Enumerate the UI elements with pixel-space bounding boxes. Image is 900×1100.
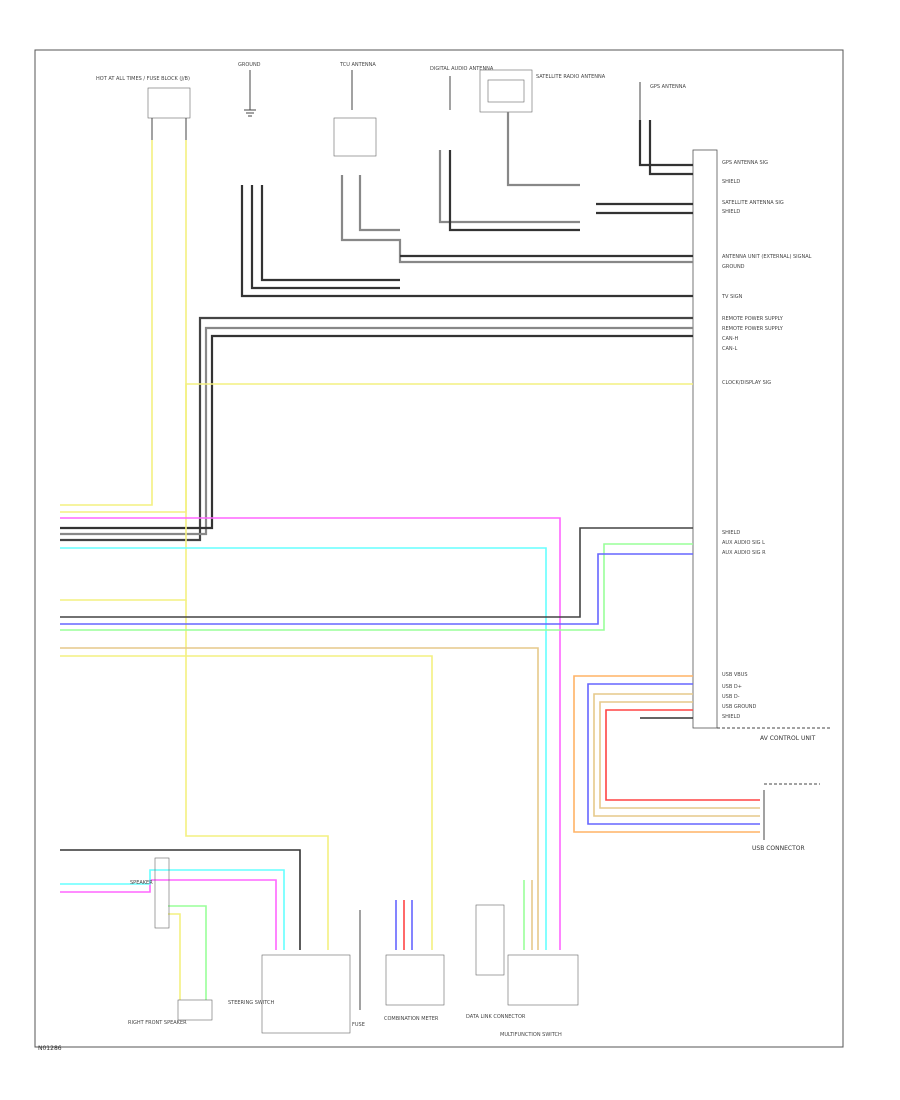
av-control-unit: AV CONTROL UNIT GPS ANTENNA SIG SHIELD S… — [692, 149, 830, 742]
gps-antenna: GPS ANTENNA — [639, 82, 687, 120]
fuse: FUSE — [352, 910, 365, 1028]
svg-text:HOT AT ALL TIMES / FUSE BLOCK: HOT AT ALL TIMES / FUSE BLOCK (J/B) — [96, 76, 190, 82]
svg-text:REMOTE POWER SUPPLY: REMOTE POWER SUPPLY — [722, 326, 784, 332]
svg-text:AV CONTROL UNIT: AV CONTROL UNIT — [760, 735, 816, 742]
ground-terminal: GROUND — [238, 62, 261, 117]
svg-text:RIGHT FRONT SPEAKER: RIGHT FRONT SPEAKER — [128, 1020, 187, 1026]
svg-text:CAN-H: CAN-H — [722, 336, 738, 342]
svg-text:GPS ANTENNA SIG: GPS ANTENNA SIG — [722, 160, 768, 166]
svg-text:AUX AUDIO SIG R: AUX AUDIO SIG R — [722, 550, 766, 556]
svg-text:MULTIFUNCTION SWITCH: MULTIFUNCTION SWITCH — [500, 1032, 562, 1038]
svg-text:DIGITAL AUDIO ANTENNA: DIGITAL AUDIO ANTENNA — [430, 66, 494, 72]
svg-text:CAN-L: CAN-L — [722, 346, 737, 352]
svg-text:GROUND: GROUND — [722, 264, 745, 270]
svg-text:SHIELD: SHIELD — [722, 209, 740, 215]
fuse-block: HOT AT ALL TIMES / FUSE BLOCK (J/B) — [96, 76, 191, 140]
svg-text:ANTENNA UNIT (EXTERNAL) SIGNAL: ANTENNA UNIT (EXTERNAL) SIGNAL — [722, 254, 812, 260]
steering-switch: STEERING SWITCH — [228, 954, 351, 1034]
digital-audio-antenna: DIGITAL AUDIO ANTENNA — [430, 66, 494, 110]
multifunction-switch: MULTIFUNCTION SWITCH — [500, 954, 579, 1038]
svg-text:GPS ANTENNA: GPS ANTENNA — [650, 84, 687, 90]
svg-text:USB VBUS: USB VBUS — [722, 672, 748, 678]
svg-text:SHIELD: SHIELD — [722, 179, 740, 185]
wires-gray-black — [60, 112, 693, 542]
data-link-connector: DATA LINK CONNECTOR — [466, 904, 526, 1020]
svg-text:TV SIGN: TV SIGN — [721, 294, 743, 300]
tcu-antenna: TCU ANTENNA — [333, 62, 376, 157]
svg-text:AUX AUDIO SIG L: AUX AUDIO SIG L — [722, 540, 765, 546]
speaker-block: SPEAKER — [130, 857, 170, 929]
svg-text:DATA LINK CONNECTOR: DATA LINK CONNECTOR — [466, 1014, 526, 1020]
svg-text:GROUND: GROUND — [238, 62, 261, 68]
svg-text:SHIELD: SHIELD — [722, 530, 740, 536]
combination-meter: COMBINATION METER — [384, 954, 445, 1022]
satellite-radio-antenna: SATELLITE RADIO ANTENNA — [479, 69, 606, 113]
svg-text:SPEAKER: SPEAKER — [130, 880, 153, 886]
usb-connector: USB CONNECTOR — [752, 783, 820, 852]
wires-colored — [60, 140, 760, 1000]
svg-text:CLOCK/DISPLAY SIG: CLOCK/DISPLAY SIG — [722, 380, 771, 386]
svg-text:USB D+: USB D+ — [722, 684, 742, 690]
svg-text:USB GROUND: USB GROUND — [722, 704, 757, 710]
svg-text:TCU ANTENNA: TCU ANTENNA — [339, 62, 376, 68]
diagram-code: N01286 — [38, 1045, 62, 1052]
svg-text:COMBINATION METER: COMBINATION METER — [384, 1016, 439, 1022]
right-front-speaker: RIGHT FRONT SPEAKER — [128, 999, 213, 1026]
svg-text:SATELLITE RADIO ANTENNA: SATELLITE RADIO ANTENNA — [536, 74, 606, 80]
svg-text:FUSE: FUSE — [352, 1022, 365, 1028]
svg-text:SATELLITE ANTENNA SIG: SATELLITE ANTENNA SIG — [722, 200, 784, 206]
svg-text:STEERING SWITCH: STEERING SWITCH — [228, 1000, 275, 1006]
svg-text:USB D-: USB D- — [722, 694, 740, 700]
svg-text:USB CONNECTOR: USB CONNECTOR — [752, 845, 805, 852]
svg-text:REMOTE POWER SUPPLY: REMOTE POWER SUPPLY — [722, 316, 784, 322]
svg-text:SHIELD: SHIELD — [722, 714, 740, 720]
diagram-frame — [34, 49, 844, 1048]
